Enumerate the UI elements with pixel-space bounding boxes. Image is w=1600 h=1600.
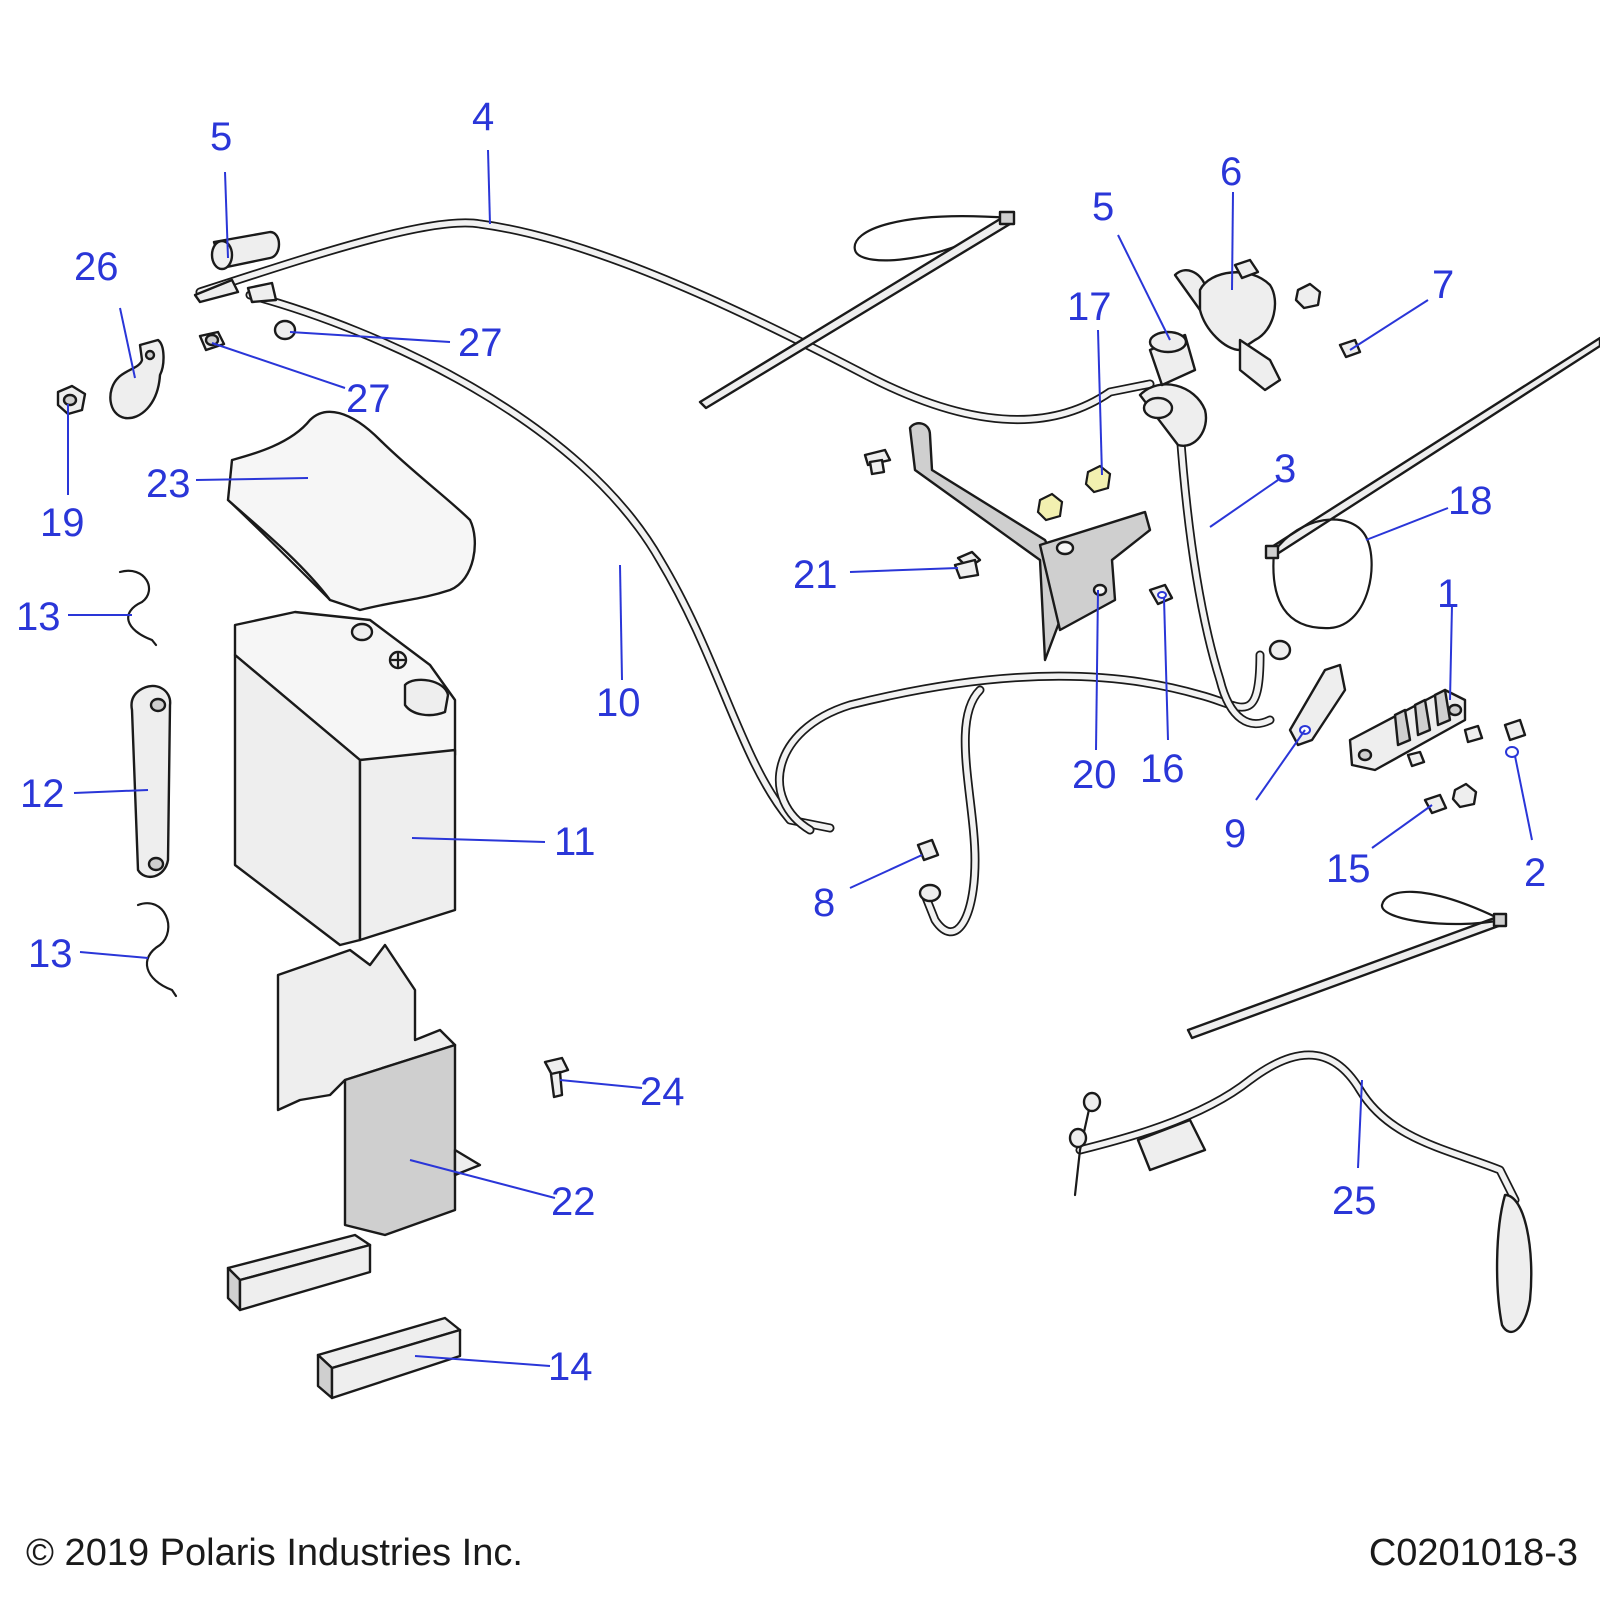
callout-13-top: 13	[16, 595, 61, 639]
strap-12	[130, 684, 172, 879]
terminal-cover-5-left	[193, 230, 281, 304]
callout-27-lower: 27	[346, 377, 391, 421]
nut-27	[198, 330, 226, 352]
callout-20: 20	[1072, 753, 1117, 797]
fuse-block-1	[1348, 688, 1484, 772]
callout-18: 18	[1448, 479, 1493, 523]
solenoid-6	[1173, 258, 1282, 392]
nut-17-b	[1084, 464, 1112, 494]
nut-17-a	[1036, 492, 1064, 522]
callout-13-bottom: 13	[28, 932, 73, 976]
callout-5-left: 5	[210, 115, 232, 159]
callout-15: 15	[1326, 847, 1371, 891]
cable-tie-18	[1264, 336, 1600, 630]
callout-19: 19	[40, 501, 85, 545]
callout-5-right: 5	[1092, 185, 1114, 229]
bolt-15	[1423, 793, 1448, 815]
callout-11: 11	[554, 820, 596, 864]
callout-12: 12	[20, 772, 65, 816]
leader-lines	[67, 149, 1533, 1367]
callout-22: 22	[551, 1180, 596, 1224]
fastener-upper	[863, 448, 892, 476]
callout-10: 10	[596, 681, 641, 725]
nut-fuse-block	[1451, 782, 1478, 809]
callout-21: 21	[793, 553, 838, 597]
nut-solenoid	[1294, 282, 1322, 310]
bolt-2	[1503, 718, 1527, 758]
callout-6: 6	[1220, 150, 1242, 194]
cable-10	[245, 290, 835, 833]
terminal-ring-10	[246, 281, 297, 341]
callout-17: 17	[1067, 285, 1112, 329]
callout-14: 14	[548, 1345, 593, 1389]
callout-3: 3	[1274, 447, 1296, 491]
bolt-24	[543, 1056, 570, 1099]
cable-3	[1175, 425, 1275, 729]
terminal-9	[1288, 663, 1347, 747]
battery-11	[233, 610, 457, 947]
bracket-20	[908, 422, 1152, 662]
harness-25	[1068, 1050, 1533, 1334]
callout-7: 7	[1432, 263, 1454, 307]
callout-23: 23	[146, 462, 191, 506]
drawing-code: C0201018-3	[1368, 1532, 1578, 1574]
harness-main	[774, 650, 1265, 937]
bolt-16	[1148, 583, 1174, 606]
callout-24: 24	[640, 1070, 685, 1114]
ground-8	[916, 838, 942, 903]
nut-19	[56, 384, 87, 416]
cable-tie-top	[698, 210, 1016, 410]
battery-shield-22	[276, 943, 482, 1237]
ring-terminal-3	[1268, 639, 1292, 661]
callout-27-upper: 27	[458, 321, 503, 365]
copyright-notice: © 2019 Polaris Industries Inc.	[26, 1532, 523, 1574]
cable-4	[195, 218, 1155, 424]
fastener-21	[953, 550, 982, 580]
callout-2: 2	[1524, 851, 1546, 895]
clip-13-bottom	[136, 902, 178, 998]
battery-cover-23	[226, 410, 477, 612]
terminal-cover-5-right	[1148, 330, 1197, 387]
callout-1: 1	[1437, 572, 1459, 616]
pad-14-lower	[316, 1316, 462, 1400]
callout-9: 9	[1224, 812, 1246, 856]
callout-25: 25	[1332, 1179, 1377, 1223]
callout-26: 26	[74, 245, 119, 289]
callout-8: 8	[813, 881, 835, 925]
boot-opening	[1142, 396, 1174, 420]
callout-labels: 1 2 3 4 5 5 6 7 8 9 10 11 12 13 13 14 15…	[16, 95, 1546, 1389]
callout-4: 4	[472, 95, 494, 139]
callout-16: 16	[1140, 747, 1185, 791]
pad-14-upper	[226, 1233, 372, 1312]
clip-13-top	[118, 569, 158, 647]
clamp-26	[109, 338, 165, 420]
screw-7	[1338, 338, 1362, 359]
cable-tie-bottom	[1186, 890, 1508, 1040]
